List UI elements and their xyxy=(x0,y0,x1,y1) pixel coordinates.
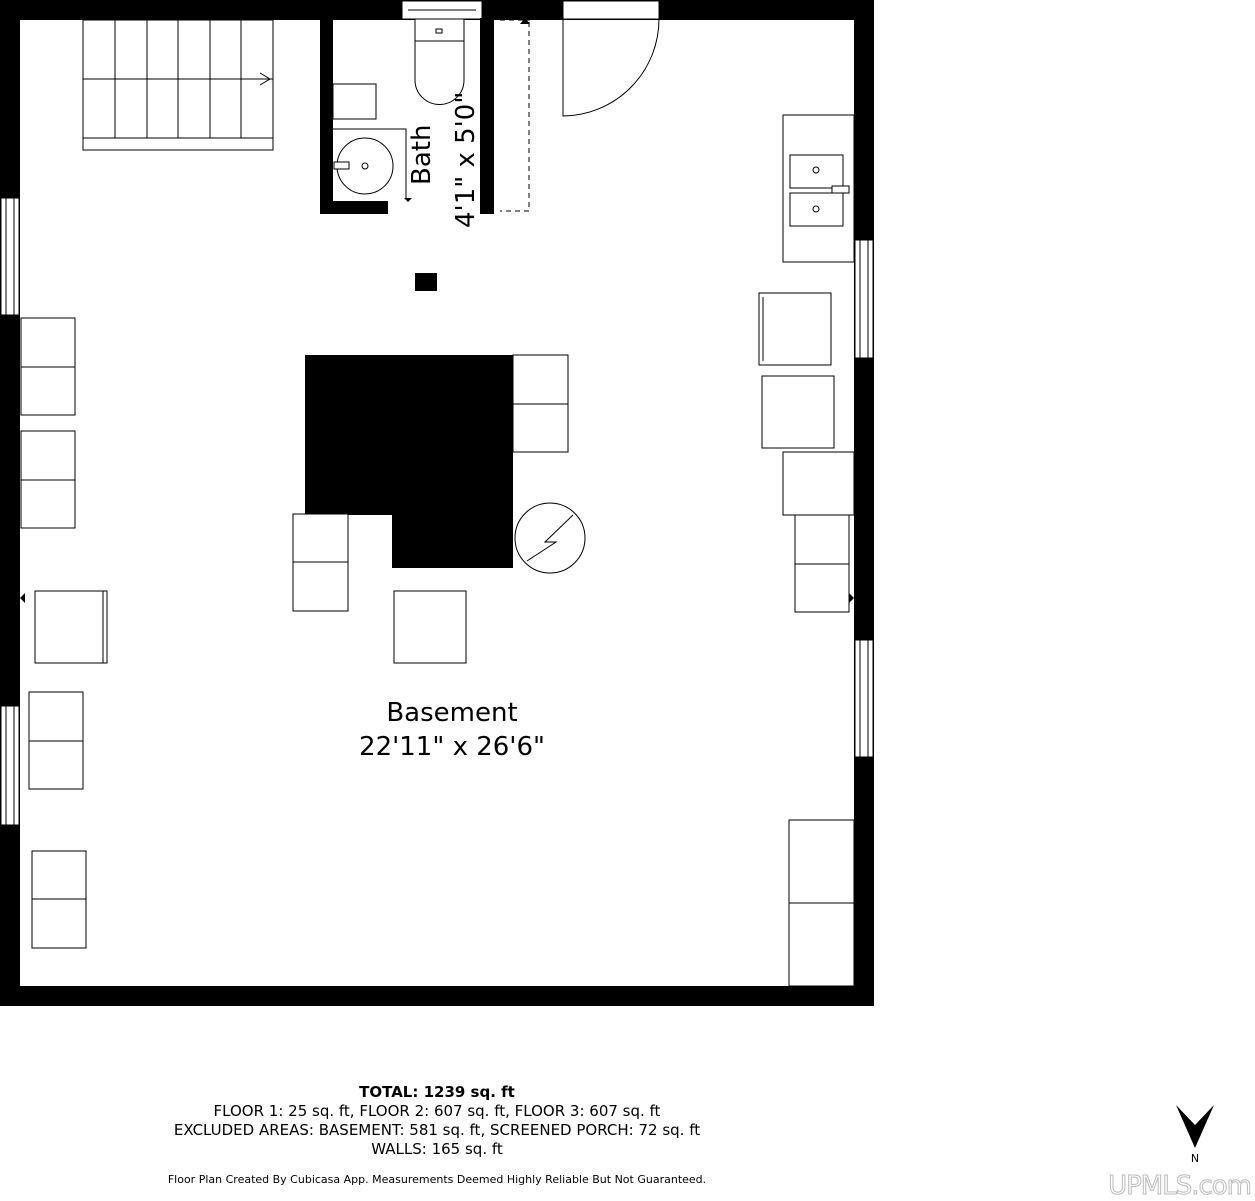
window-left-upper xyxy=(0,197,20,316)
water-heater-icon xyxy=(514,502,586,574)
basement-dimensions: 22'11" x 26'6" xyxy=(359,732,545,762)
north-arrow-icon: N xyxy=(1176,1105,1214,1165)
stairs xyxy=(82,19,274,151)
door-opening xyxy=(562,0,660,20)
bath-dimensions: 4'1" x 5'0" xyxy=(451,92,481,228)
window-left-lower xyxy=(0,705,20,826)
north-label: N xyxy=(1191,1152,1199,1165)
wall-area: WALLS: 165 sq. ft xyxy=(371,1140,503,1158)
column xyxy=(415,273,437,291)
furnace-block xyxy=(305,355,513,568)
door-swing xyxy=(562,18,660,117)
total-area: TOTAL: 1239 sq. ft xyxy=(359,1083,515,1101)
basement-name: Basement xyxy=(386,698,517,728)
cabinet xyxy=(332,83,377,120)
toilet-icon xyxy=(414,18,465,105)
window-right-lower xyxy=(854,639,874,758)
floor-areas: FLOOR 1: 25 sq. ft, FLOOR 2: 607 sq. ft,… xyxy=(213,1102,661,1120)
bath-name: Bath xyxy=(407,125,437,185)
basement-label: Basement 22'11" x 26'6" xyxy=(359,698,545,762)
watermark: UPMLS.com xyxy=(1108,1171,1253,1201)
bath-label: Bath 4'1" x 5'0" xyxy=(407,92,481,228)
excluded-areas: EXCLUDED AREAS: BASEMENT: 581 sq. ft, SC… xyxy=(173,1121,701,1139)
area-summary: TOTAL: 1239 sq. ft FLOOR 1: 25 sq. ft, F… xyxy=(0,1083,874,1159)
furniture xyxy=(20,114,855,987)
disclaimer: Floor Plan Created By Cubicasa App. Meas… xyxy=(167,1173,707,1186)
dashed-opening xyxy=(500,22,530,212)
window-right-upper xyxy=(854,239,874,359)
bath-walls xyxy=(320,18,494,214)
